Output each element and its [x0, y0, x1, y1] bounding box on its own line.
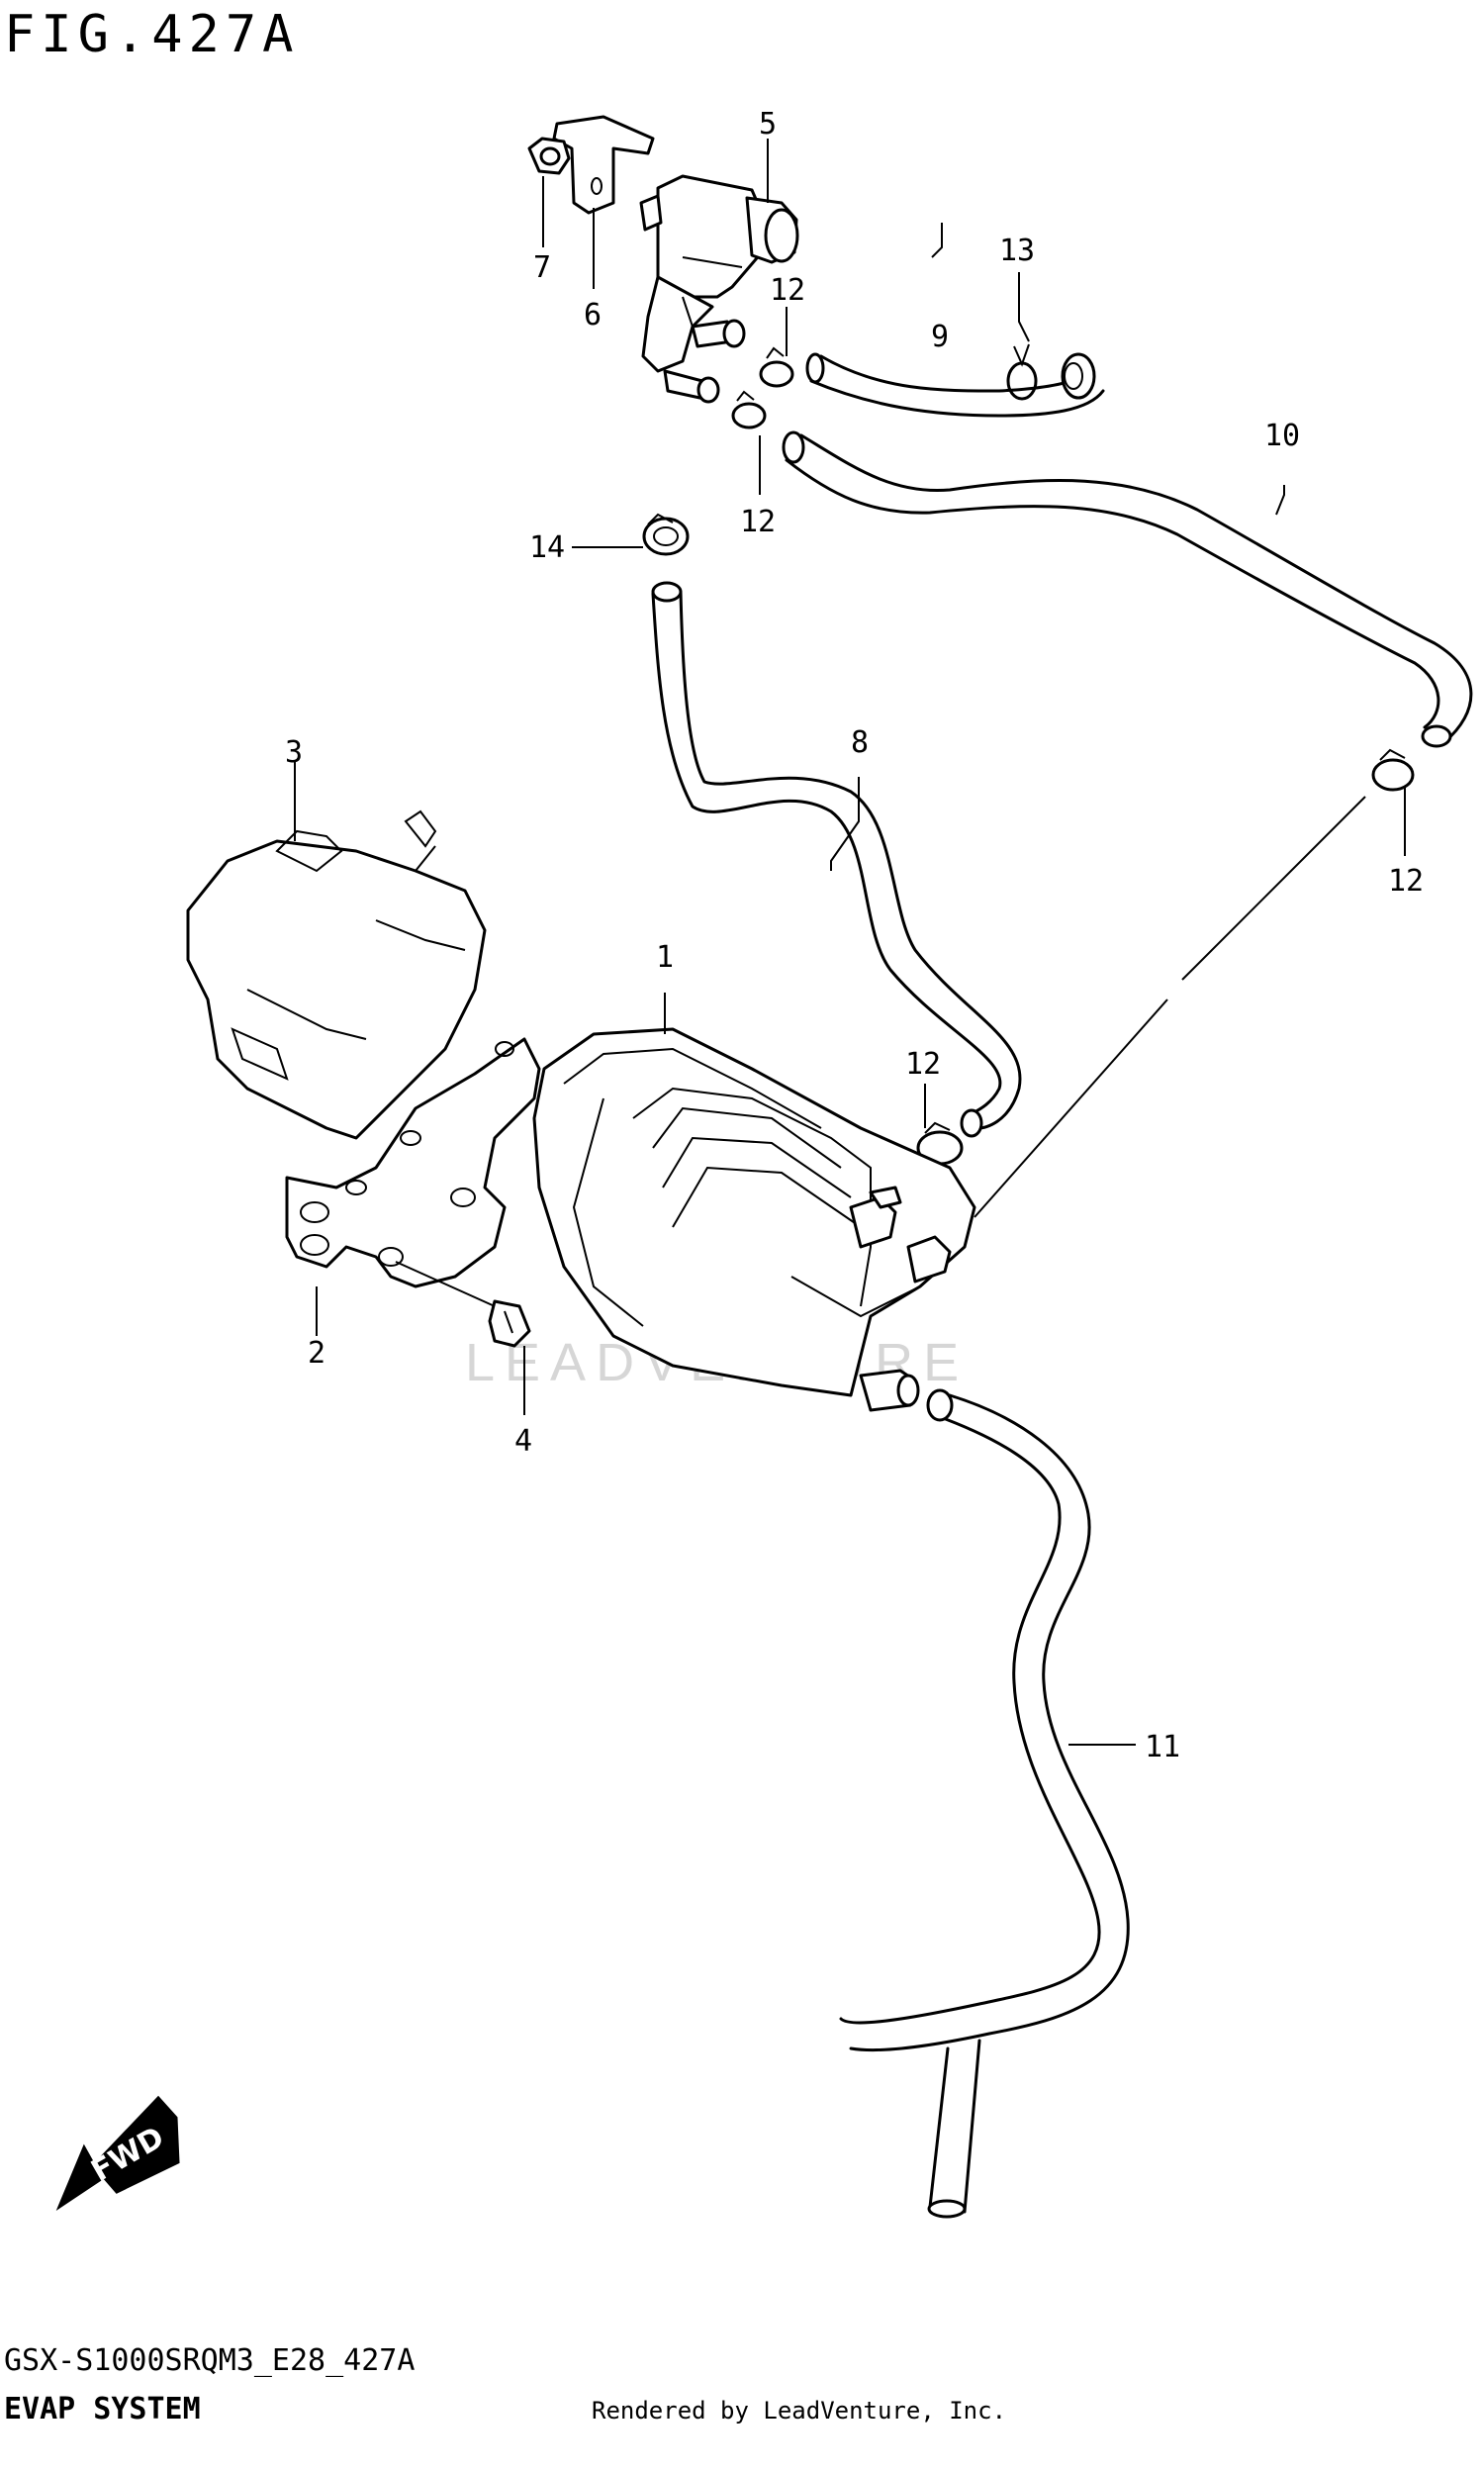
hose-clamp-14	[642, 513, 690, 556]
connector-line	[1181, 796, 1366, 981]
callout-8: 8	[851, 725, 869, 760]
callout-1: 1	[656, 940, 674, 975]
callout-12: 12	[1388, 864, 1424, 899]
hose-clamp	[759, 346, 794, 388]
render-credit: Rendered by LeadVenture, Inc.	[592, 2397, 1006, 2425]
callout-3: 3	[285, 735, 303, 770]
callout-13: 13	[999, 234, 1035, 268]
diagram-code: GSX-S1000SRQM3_E28_427A	[4, 2343, 415, 2378]
figure-title: FIG.427A	[4, 5, 299, 64]
callout-12: 12	[905, 1047, 941, 1082]
purge-valve	[639, 174, 799, 404]
nut	[527, 137, 571, 175]
callout-11: 11	[1145, 1730, 1180, 1764]
hose-clamp	[1371, 748, 1415, 792]
callout-12: 12	[770, 273, 805, 308]
callout-9: 9	[931, 320, 949, 354]
mounting-bolt	[395, 1261, 531, 1348]
connector-line	[974, 999, 1168, 1218]
hose-9	[805, 352, 1105, 418]
hose-10	[782, 430, 1473, 748]
hose-clamp	[731, 390, 767, 429]
system-name: EVAP SYSTEM	[4, 2392, 201, 2426]
valve-bracket	[552, 115, 655, 215]
hose-11	[839, 1388, 1130, 2219]
hose-8	[651, 581, 1022, 1138]
callout-14: 14	[529, 530, 565, 565]
callout-4: 4	[514, 1424, 532, 1459]
callout-5: 5	[759, 107, 777, 142]
callout-6: 6	[584, 298, 602, 333]
canister-cover	[186, 809, 487, 1140]
canister-bracket	[285, 1037, 541, 1288]
evap-canister	[532, 1027, 976, 1412]
callout-7: 7	[533, 250, 551, 285]
fwd-arrow-icon: FWD	[55, 2095, 180, 2211]
callout-10: 10	[1264, 419, 1300, 453]
callout-12: 12	[740, 505, 776, 539]
callout-2: 2	[308, 1336, 325, 1371]
